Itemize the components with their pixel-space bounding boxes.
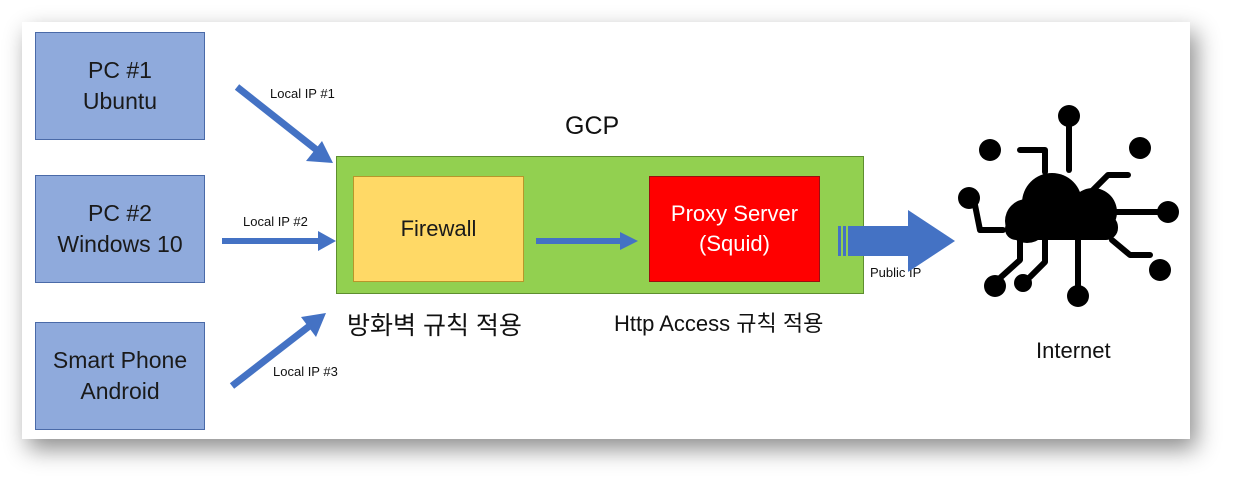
local-ip-1-label: Local IP #1 [270,86,335,101]
internet-label: Internet [1036,338,1111,363]
proxy-server-box: Proxy Server (Squid) [649,176,820,282]
arrow-public-ip [838,210,955,272]
proxy-server-sub: (Squid) [699,231,770,256]
device-pc1-os: Ubuntu [82,88,158,114]
proxy-caption: Http Access 규칙 적용 [614,311,824,336]
arrow-local-ip-2 [222,231,336,251]
firewall-label: Firewall [400,216,477,241]
local-ip-2-label: Local IP #2 [243,214,308,229]
device-pc1-name: PC #1 [88,57,152,83]
arrow-firewall-to-proxy [536,232,638,250]
firewall-caption: 방화벽 규칙 적용 [347,312,522,340]
proxy-server-label: Proxy Server [670,201,799,226]
arrow-local-ip-3 [229,313,326,389]
cloud-network-icon [958,105,1179,307]
device-phone: Smart Phone Android [35,322,205,430]
gcp-title: GCP [565,112,620,140]
device-phone-name: Smart Phone [52,347,188,373]
firewall-box: Firewall [353,176,524,282]
device-pc1: PC #1 Ubuntu [35,32,205,140]
device-pc2-name: PC #2 [88,200,152,226]
device-pc2: PC #2 Windows 10 [35,175,205,283]
local-ip-3-label: Local IP #3 [273,364,338,379]
device-phone-os: Android [80,378,160,404]
device-pc2-os: Windows 10 [57,231,183,257]
arrow-local-ip-1 [234,84,333,163]
